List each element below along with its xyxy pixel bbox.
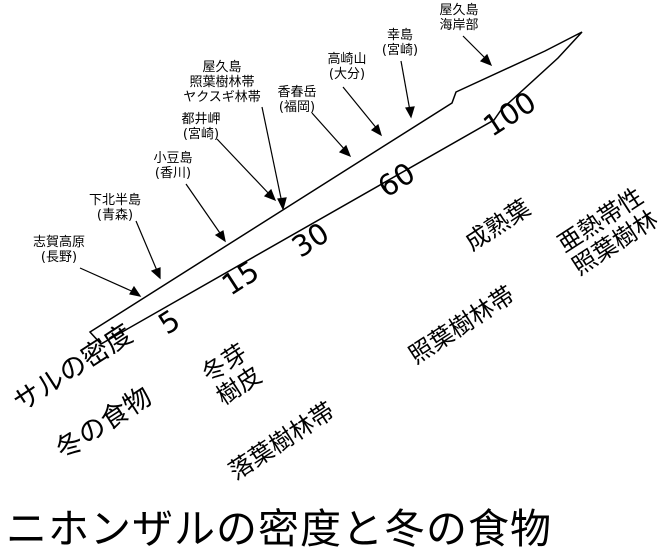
location-name: 都井岬 <box>181 112 221 127</box>
pointer-line <box>216 138 272 197</box>
location-region: (宮崎) <box>182 127 220 142</box>
page-title: ニホンザルの密度と冬の食物 <box>6 505 552 553</box>
pointer-head <box>150 267 161 280</box>
location-name: 屋久島 <box>202 60 242 75</box>
location-label: 小豆島 (香川) <box>138 151 208 181</box>
location-name: 志賀高原 <box>32 235 85 250</box>
pointer-line <box>261 106 283 204</box>
pointer-line <box>311 112 347 152</box>
location-name: 香春岳 <box>277 85 317 100</box>
pointer-line <box>400 60 411 112</box>
location-name: 高崎山 <box>327 52 367 67</box>
pointer-line <box>462 35 489 62</box>
location-region: (大分) <box>328 67 366 82</box>
pointer-head <box>370 123 382 137</box>
pointer-head <box>129 285 142 297</box>
location-region: (長野) <box>40 250 78 265</box>
pointer-head <box>263 188 277 202</box>
location-name: 下北半島 <box>88 193 141 208</box>
location-zone: ヤクスギ林帯 <box>183 90 261 105</box>
location-name: 小豆島 <box>153 151 193 166</box>
location-zone: 海岸部 <box>439 18 479 33</box>
pointer-lines <box>79 35 493 297</box>
location-zone: 照葉樹林帯 <box>189 75 255 90</box>
pointer-line <box>135 220 159 274</box>
pointer-head <box>338 144 352 158</box>
density-arrow-shape <box>88 31 583 345</box>
location-label: 都井岬 (宮崎) <box>166 112 236 142</box>
location-label: 志賀高原 (長野) <box>24 235 94 265</box>
location-name: 屋久島 <box>439 3 479 18</box>
location-region: (青森) <box>96 208 134 223</box>
location-region: (宮崎) <box>381 43 419 58</box>
location-label: 下北半島 (青森) <box>80 193 150 223</box>
location-label: 屋久島 照葉樹林帯 ヤクスギ林帯 <box>172 60 272 105</box>
location-label: 香春岳 (福岡) <box>262 85 332 115</box>
pointer-line <box>79 267 137 294</box>
pointer-head <box>405 106 415 119</box>
location-label: 高崎山 (大分) <box>312 52 382 82</box>
pointer-head <box>479 53 493 67</box>
pointer-head <box>214 230 226 243</box>
pointer-line <box>342 86 379 131</box>
location-name: 幸島 <box>386 28 413 43</box>
pointer-line <box>185 183 223 237</box>
location-label: 幸島 (宮崎) <box>365 28 435 58</box>
location-region: (香川) <box>154 166 192 181</box>
location-region: (福岡) <box>278 100 316 115</box>
pointer-head <box>277 197 287 211</box>
location-label: 屋久島 海岸部 <box>424 3 494 33</box>
